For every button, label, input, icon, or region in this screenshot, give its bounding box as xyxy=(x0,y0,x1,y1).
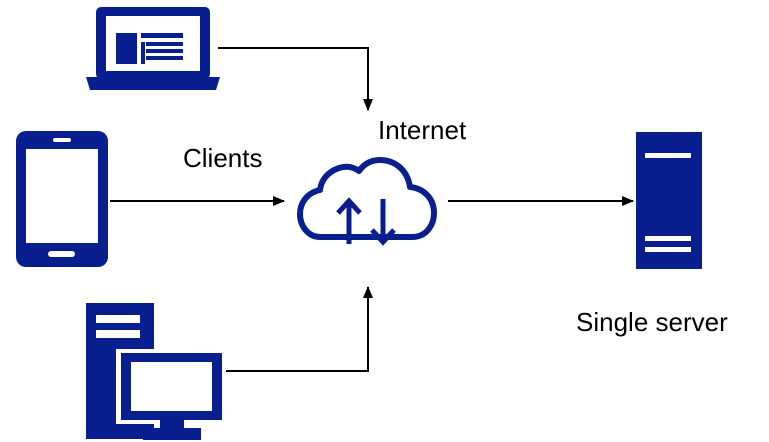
cloud-upload-download-icon xyxy=(297,157,437,246)
clients-label: Clients xyxy=(183,143,263,173)
desktop-to-internet-arrow xyxy=(226,286,373,372)
desktop-computer-icon xyxy=(86,303,224,440)
laptop-to-internet-arrow xyxy=(218,47,373,111)
server-icon xyxy=(636,132,702,269)
internet-label: Internet xyxy=(378,115,467,145)
single-server-label: Single server xyxy=(576,307,728,337)
tablet-icon xyxy=(16,131,108,267)
laptop-icon xyxy=(86,7,220,90)
